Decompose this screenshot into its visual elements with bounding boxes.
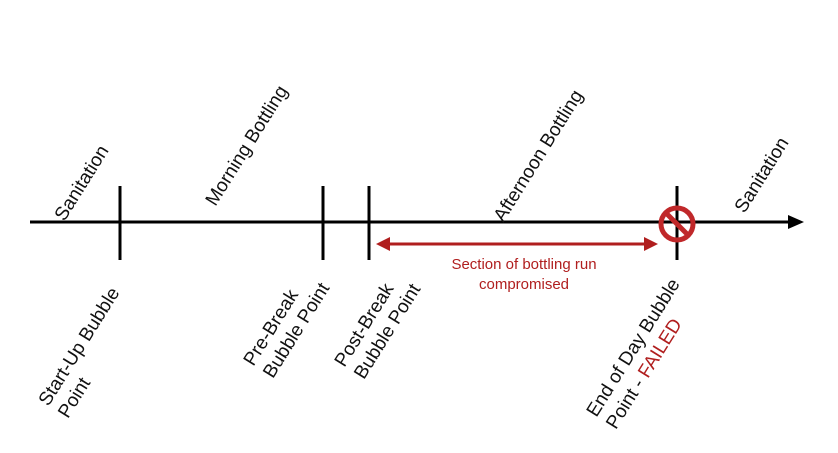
prohibited-circle-icon xyxy=(658,205,696,243)
compromised-note-line1: Section of bottling run xyxy=(451,256,597,273)
compromised-note: Section of bottling run compromised xyxy=(404,255,644,295)
compromised-section-arrow xyxy=(376,237,658,251)
compromised-note-line2: compromised xyxy=(478,276,570,293)
timeline-arrowhead xyxy=(788,215,804,229)
